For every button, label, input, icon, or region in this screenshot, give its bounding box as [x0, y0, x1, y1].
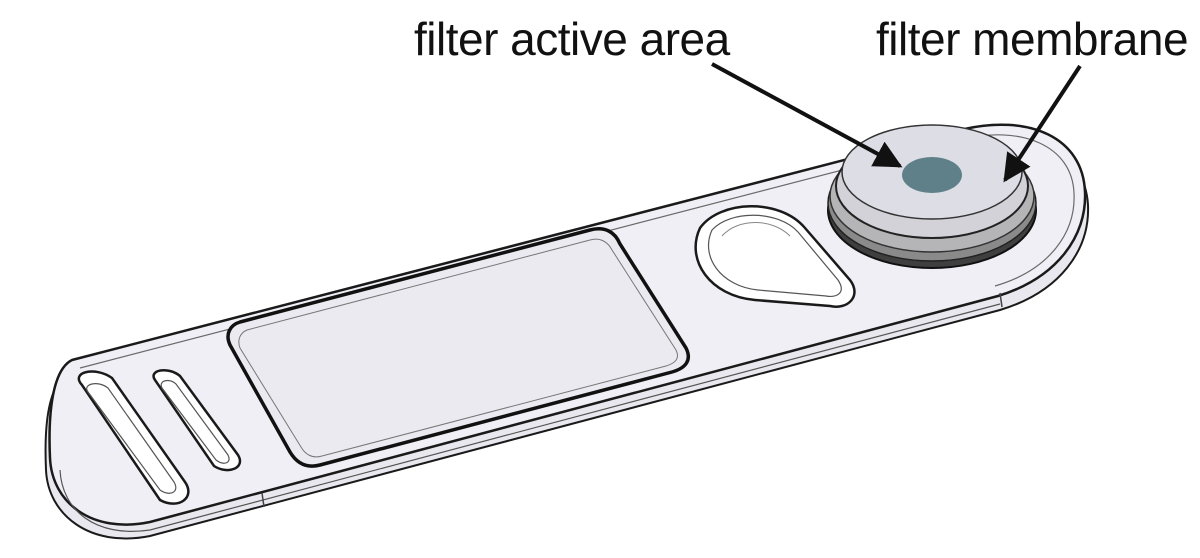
filter-active-area: [902, 157, 962, 193]
teardrop-opening: [694, 205, 856, 308]
filter-cassette: [827, 124, 1037, 269]
strap-slot-inner: [152, 368, 242, 472]
arrow-icon: [1003, 64, 1082, 183]
holder-thickness-line: [59, 303, 1001, 532]
label-filter-membrane: filter membrane: [876, 13, 1188, 65]
holder-chamfer-line: [79, 134, 1075, 369]
label-panel: [226, 227, 691, 468]
label-filter-active-area: filter active area: [414, 13, 731, 65]
arrow-icon: [711, 62, 903, 168]
strap-slot-outer: [77, 370, 190, 505]
